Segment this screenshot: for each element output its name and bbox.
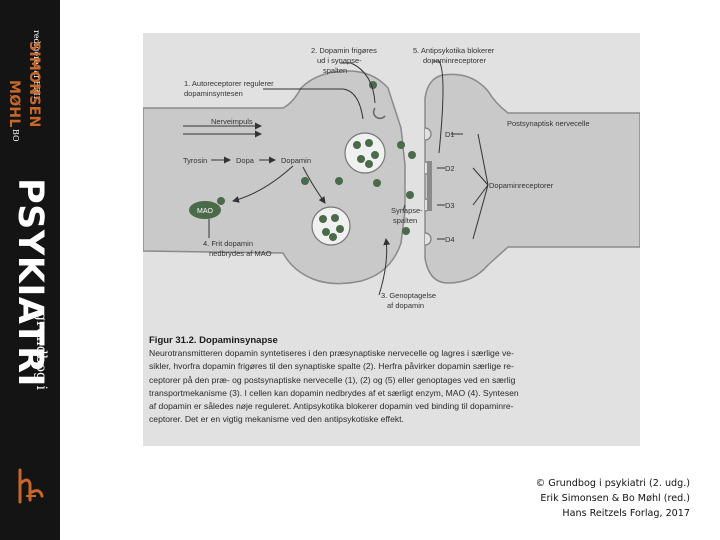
spine-editor-surname: SIMONSEN (26, 41, 42, 128)
label-postsynaptic: Postsynaptisk nervecelle (507, 119, 590, 128)
label-1-line-2: dopaminsyntesen (184, 89, 243, 98)
caption-line: transportmekanisme (3). I cellen kan dop… (149, 387, 519, 398)
label-tyrosin: Tyrosin (183, 156, 207, 165)
dopamine-synapse-diagram: MAO 1. Autoreceptorer regul (143, 46, 640, 310)
credit-line-2: Erik Simonsen & Bo Møhl (red.) (540, 493, 690, 504)
caption-line: sikler, hvorfra dopamin frigøres til den… (149, 361, 514, 372)
caption-line: af dopamin er således nøje reguleret. An… (149, 401, 514, 412)
label-2-line-1: 2. Dopamin frigøres (311, 46, 377, 55)
label-d1: D1 (445, 130, 455, 139)
label-synapse-line-2: spalten (393, 216, 417, 225)
spine-title-prefix: grundbog i (33, 312, 49, 390)
caption-line: ceptorer på den præ- og postsynaptiske n… (149, 374, 516, 385)
label-d2: D2 (445, 164, 455, 173)
label-5-line-1: 5. Antipsykotika blokerer (413, 46, 495, 55)
credit-line-3: Hans Reitzels Forlag, 2017 (562, 508, 690, 519)
spine-coeditor-surname: MØHL (6, 80, 22, 128)
free-dopamine (301, 81, 416, 235)
mao-label: MAO (197, 208, 214, 215)
autoreceptor (372, 107, 386, 120)
caption-title: Figur 31.2. Dopaminsynapse (149, 335, 278, 346)
presynaptic-cell (143, 70, 406, 285)
spine-coeditor-prefix: BO (11, 129, 20, 142)
label-d3: D3 (445, 201, 455, 210)
label-1-line-1: 1. Autoreceptorer regulerer (184, 79, 274, 88)
label-dopamin: Dopamin (281, 156, 311, 165)
label-receptors: Dopaminreceptorer (489, 181, 554, 190)
label-3-line-1: 3. Genoptagelse (381, 291, 436, 300)
caption-line: Neurotransmitteren dopamin syntetiseres … (149, 348, 514, 359)
antipsychotic-blocker (427, 161, 432, 211)
vesicle-lower (311, 206, 351, 246)
label-d4: D4 (445, 235, 455, 244)
vesicle-upper (344, 132, 386, 174)
credit-line-1: © Grundbog i psykiatri (2. udg.) (535, 478, 690, 489)
mao-enzyme (189, 201, 221, 219)
caption-line: ceptorer. Det er en vigtig mekanisme ved… (149, 414, 404, 425)
label-2-line-2: ud i synapse- (317, 56, 362, 65)
figure-caption: Figur 31.2. Dopaminsynapse Neurotransmit… (149, 334, 631, 426)
figure-panel: MAO 1. Autoreceptorer regul (143, 33, 640, 446)
label-4-line-2: nedbrydes af MAO (209, 249, 272, 258)
label-3-line-2: af dopamin (387, 301, 424, 310)
postsynaptic-cell (424, 73, 640, 284)
label-2-line-3: spalten (323, 66, 347, 75)
label-4-line-1: 4. Frit dopamin (203, 239, 253, 248)
label-dopa: Dopa (236, 156, 255, 165)
copyright-credit: © Grundbog i psykiatri (2. udg.) Erik Si… (536, 476, 690, 521)
label-synapse-line-1: Synapse- (391, 206, 423, 215)
publisher-logo-icon (18, 468, 44, 504)
label-5-line-2: dopaminreceptorer (423, 56, 486, 65)
label-nerve-impulse: Nerveimpuls (211, 117, 253, 126)
book-spine: redigeret af ERIK SIMONSEN BO MØHL PSYKI… (0, 0, 60, 540)
